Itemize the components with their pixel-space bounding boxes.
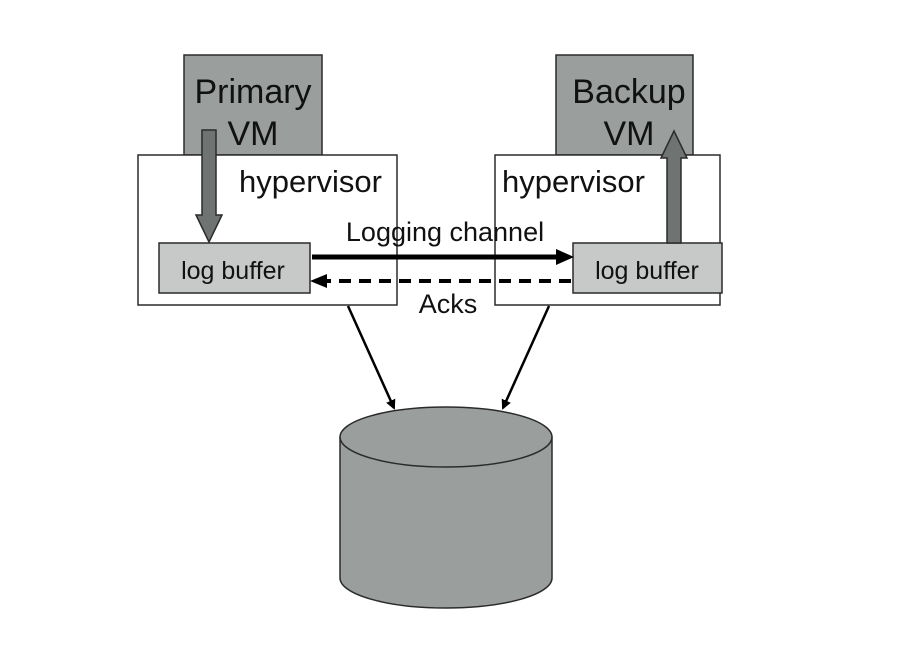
primary-log-buffer-label: log buffer bbox=[181, 257, 285, 285]
acks-label: Acks bbox=[419, 289, 478, 319]
primary-hypervisor-label: hypervisor bbox=[239, 164, 382, 199]
log-to-backup-arrow-icon bbox=[659, 129, 689, 244]
primary-to-disk-arrow-icon bbox=[346, 305, 396, 410]
backup-log-buffer-label: log buffer bbox=[595, 257, 699, 285]
backup-log-buffer: log buffer bbox=[572, 242, 723, 294]
backup-vm-label-line1: Backup bbox=[572, 73, 685, 111]
logging-channel-label: Logging channel bbox=[346, 217, 544, 247]
backup-vm-label-line2: VM bbox=[604, 115, 655, 153]
primary-vm-label-line1: Primary bbox=[194, 73, 311, 111]
backup-hypervisor-label: hypervisor bbox=[502, 164, 645, 199]
primary-log-buffer: log buffer bbox=[158, 242, 311, 294]
backup-to-disk-arrow-icon bbox=[501, 305, 551, 410]
logging-channel-arrowhead-icon bbox=[556, 249, 574, 265]
primary-vm-label-line2: VM bbox=[228, 115, 279, 153]
acks-arrowhead-icon bbox=[310, 274, 327, 288]
shared-disk-icon bbox=[339, 406, 553, 609]
primary-to-log-arrow-icon bbox=[194, 129, 224, 244]
